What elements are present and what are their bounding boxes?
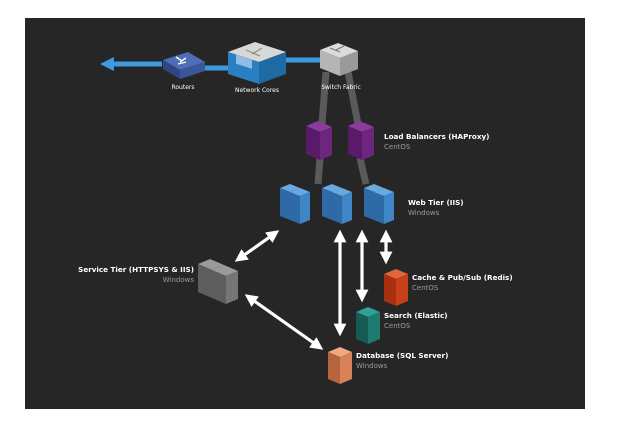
web-tier-servers (280, 184, 394, 224)
web-server-stack-1 (280, 184, 310, 224)
service-tier-title: Service Tier (HTTPSYS & IIS) (78, 265, 194, 274)
database-server (328, 347, 352, 384)
internet-arrow (100, 57, 320, 71)
cache-title: Cache & Pub/Sub (Redis) (412, 273, 513, 282)
database-os: Windows (356, 362, 388, 370)
search-server (356, 307, 380, 344)
load-balancer-server-1 (306, 121, 332, 160)
arrow-web-service (234, 230, 280, 262)
search-title: Search (Elastic) (384, 311, 448, 320)
network-cores-label: Network Cores (235, 87, 279, 94)
data-flow-arrows (234, 229, 393, 350)
service-tier-server (198, 259, 238, 304)
web-server-stack-3 (364, 184, 394, 224)
search-os: CentOS (384, 322, 411, 330)
database-title: Database (SQL Server) (356, 351, 448, 360)
routers-label: Routers (171, 84, 194, 91)
cache-os: CentOS (412, 284, 439, 292)
load-balancers-title: Load Balancers (HAProxy) (384, 132, 489, 141)
connector-lines (314, 71, 370, 185)
load-balancer-server-2 (348, 121, 374, 160)
web-tier-os: Windows (408, 209, 440, 217)
router-icon (163, 52, 205, 79)
load-balancers-os: CentOS (384, 143, 411, 151)
network-core-icon (228, 42, 286, 84)
switch-fabric-label: Switch Fabric (321, 84, 361, 91)
cache-server (384, 269, 408, 306)
switch-fabric-icon (320, 43, 358, 76)
arrow-service-database (244, 294, 324, 350)
load-balancer-servers (306, 121, 374, 160)
web-server-stack-2 (322, 184, 352, 224)
web-tier-title: Web Tier (IIS) (408, 198, 464, 207)
service-tier-os: Windows (163, 276, 195, 284)
